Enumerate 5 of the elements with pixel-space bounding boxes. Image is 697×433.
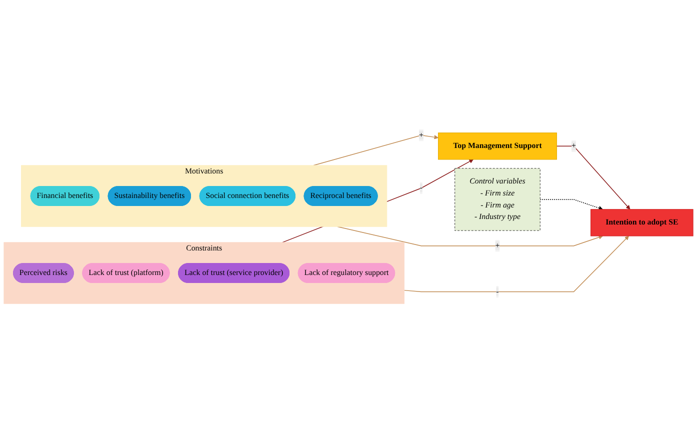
arrow	[556, 146, 630, 210]
arrow	[337, 226, 603, 246]
arrow	[313, 134, 438, 166]
arrow	[404, 236, 629, 292]
arrow	[540, 199, 603, 210]
